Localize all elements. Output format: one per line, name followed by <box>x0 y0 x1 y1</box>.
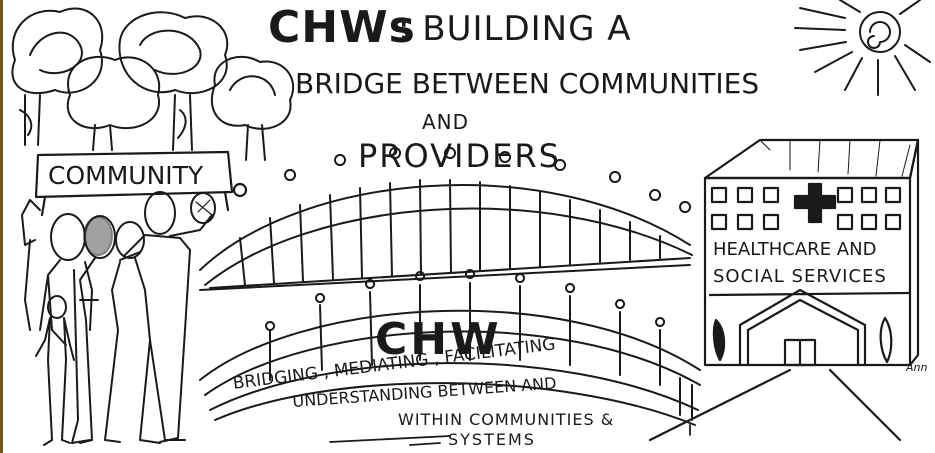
description-underline <box>329 424 691 446</box>
upper-bridge <box>199 147 693 291</box>
title-line4: PROVIDERS <box>358 137 561 175</box>
artist-signature: Ann <box>906 361 928 374</box>
title-line2: BRIDGE BETWEEN COMMUNITIES <box>295 67 760 100</box>
frame-border <box>0 0 3 453</box>
chw-label: CHW <box>375 314 502 365</box>
community-sign-label: COMMUNITY <box>48 161 204 190</box>
trees-icon <box>11 7 295 161</box>
healthcare-sign-line2: SOCIAL SERVICES <box>713 266 887 287</box>
community-sign <box>34 150 248 217</box>
community-people <box>21 191 216 446</box>
healthcare-building <box>648 138 920 442</box>
chw-description-line3: WITHIN COMMUNITIES & <box>398 410 615 429</box>
lower-bridge <box>199 269 701 426</box>
title-line1: : BUILDING A <box>398 9 632 49</box>
healthcare-sign-line1: HEALTHCARE AND <box>713 239 877 260</box>
chw-description-line4: SYSTEMS <box>448 430 536 449</box>
sun-icon <box>794 0 931 96</box>
title-prefix: CHWs <box>268 2 416 53</box>
title-line3: AND <box>422 110 470 134</box>
